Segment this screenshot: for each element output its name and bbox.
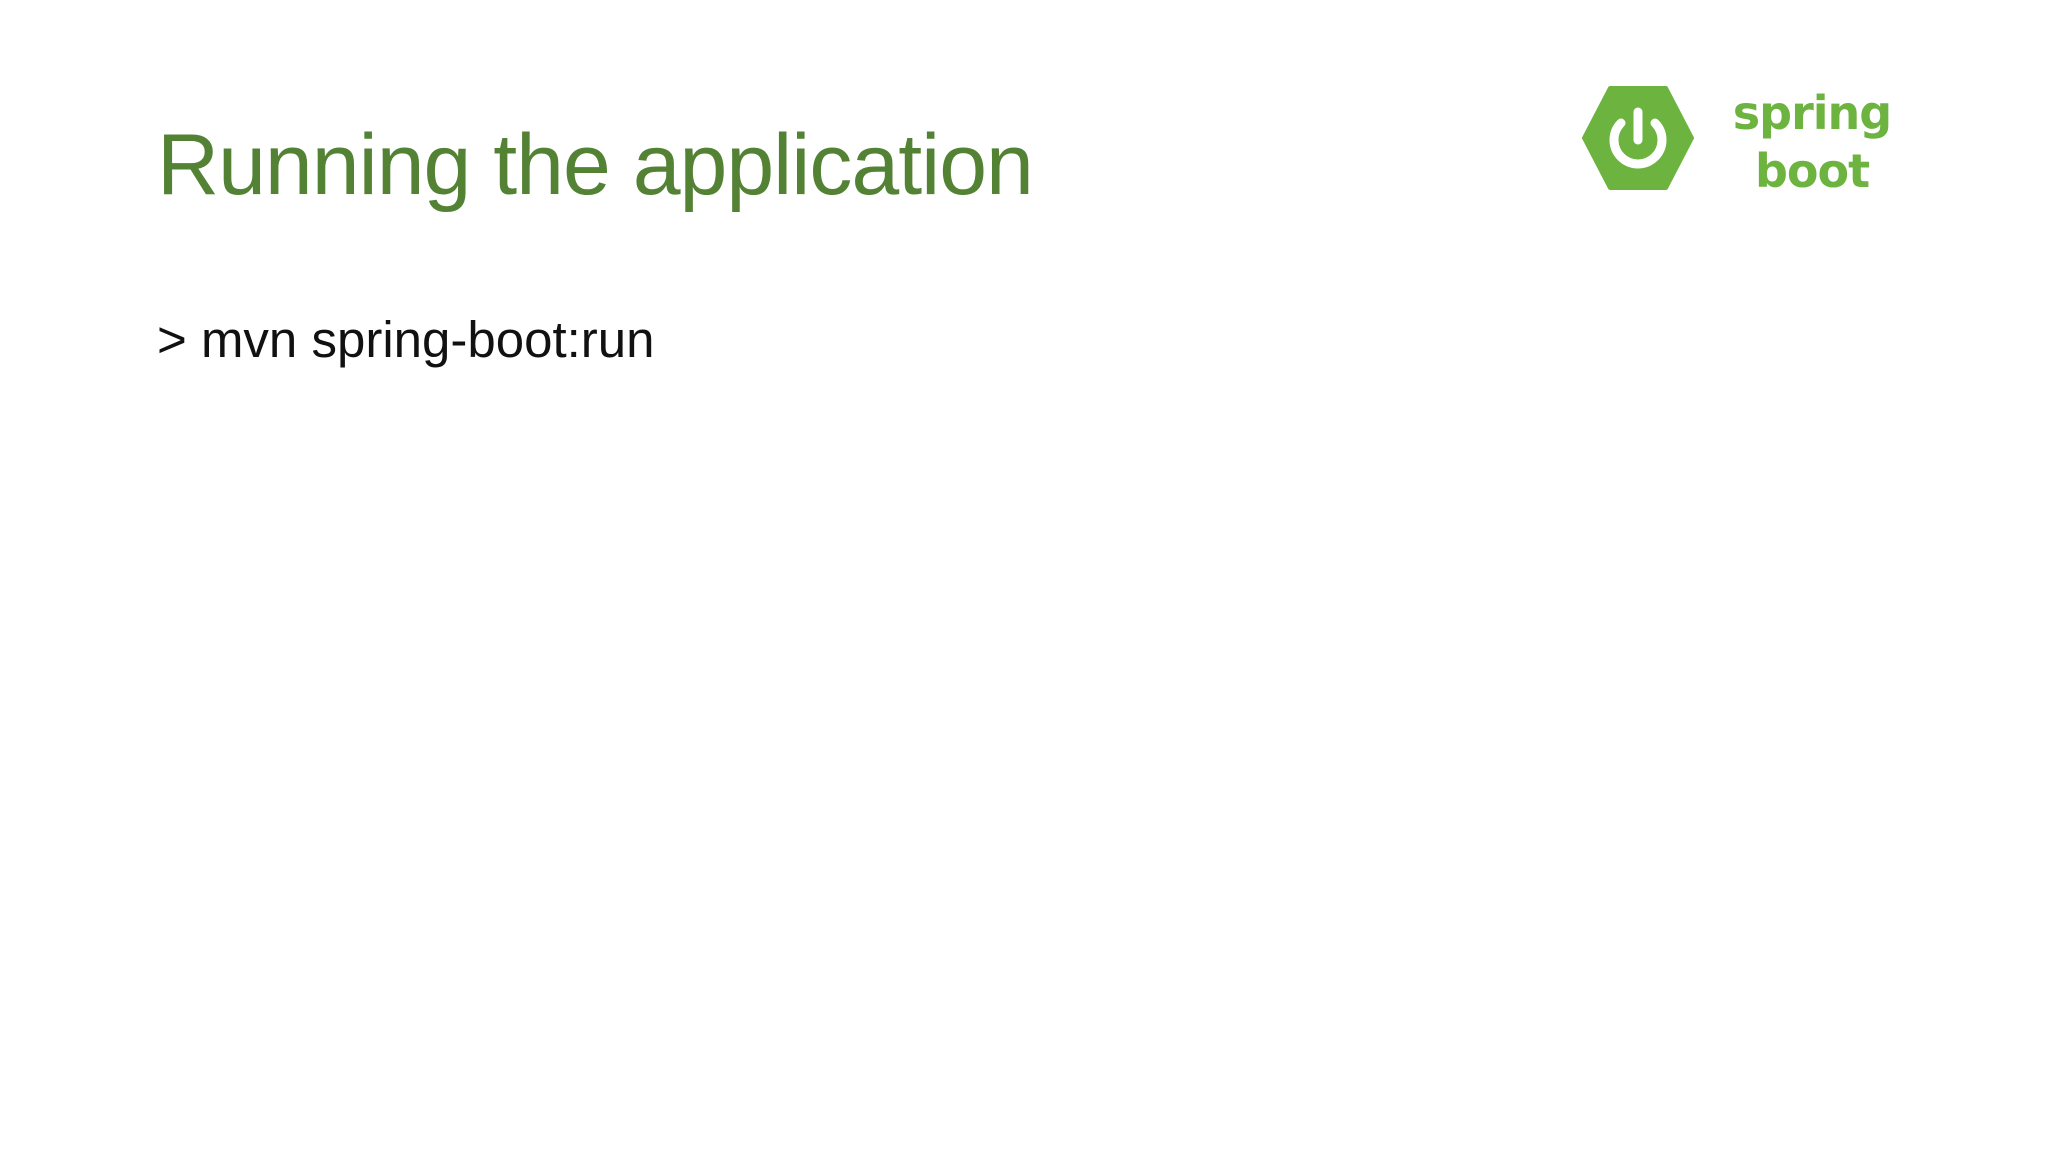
slide-title: Running the application	[157, 117, 1034, 213]
logo-word-spring: spring	[1732, 86, 1892, 140]
command-line: > mvn spring-boot:run	[157, 311, 655, 368]
logo-wordmark: spring boot	[1722, 84, 1902, 200]
logo-word-boot: boot	[1754, 144, 1870, 198]
power-icon	[1582, 86, 1694, 190]
spring-boot-logo: spring boot	[1582, 84, 1902, 198]
